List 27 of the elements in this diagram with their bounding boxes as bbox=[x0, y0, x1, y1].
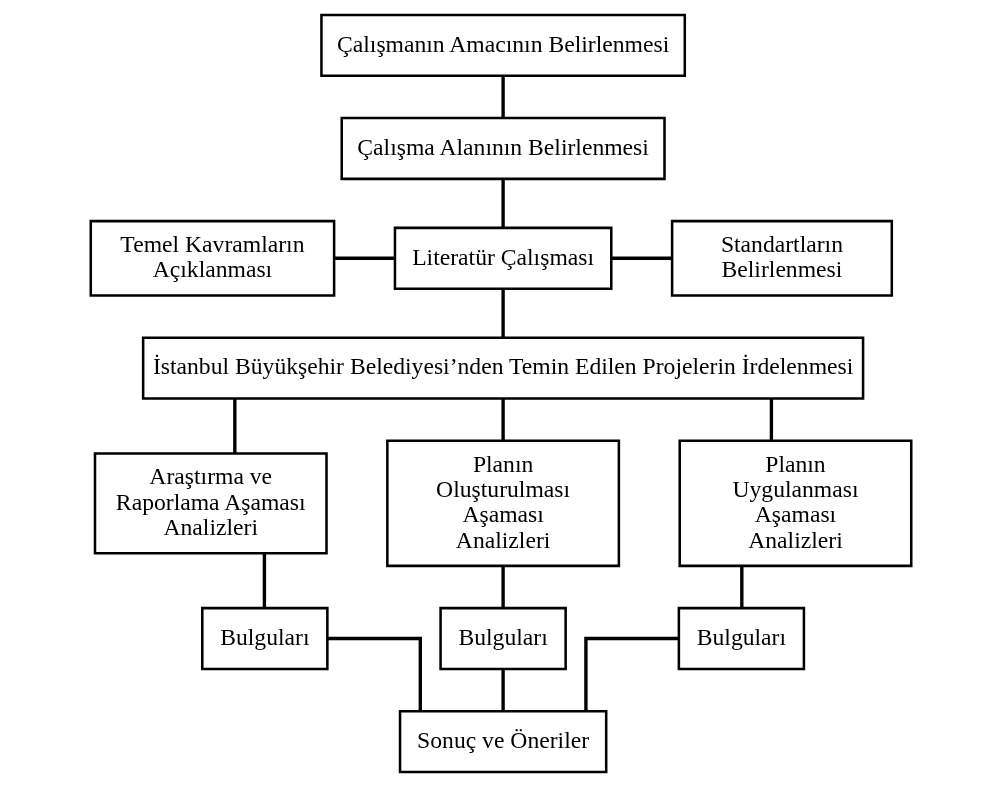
node-box: Sonuç ve Öneriler bbox=[398, 709, 608, 774]
connector bbox=[501, 566, 505, 608]
node-box: İstanbul Büyükşehir Belediyesi’nden Temin Edilen Projelerin İrdelenmesi bbox=[141, 336, 865, 400]
node-box: Çalışmanın Amacının Belirlenmesi bbox=[320, 13, 687, 78]
node-box: Çalışma Alanının Belirlenmesi bbox=[340, 116, 666, 181]
connector bbox=[501, 76, 505, 118]
node-box: Standartların Belirlenmesi bbox=[670, 219, 894, 297]
connector bbox=[327, 636, 422, 711]
connector bbox=[262, 553, 267, 608]
connector bbox=[334, 256, 395, 260]
node-box: Planın Uygulanması Aşaması Analizleri bbox=[678, 439, 913, 568]
connector bbox=[611, 256, 672, 260]
node-box: Temel Kavramların Açıklanması bbox=[89, 219, 336, 297]
connector bbox=[740, 566, 744, 608]
connector bbox=[501, 288, 505, 338]
connector bbox=[769, 398, 774, 441]
connector bbox=[584, 636, 679, 711]
node-box: Bulguları bbox=[201, 606, 329, 671]
node-box: Literatür Çalışması bbox=[393, 226, 613, 290]
connector bbox=[233, 398, 237, 454]
node-box: Bulguları bbox=[439, 606, 567, 671]
connector bbox=[501, 398, 505, 441]
connector bbox=[501, 179, 505, 228]
node-box: Bulguları bbox=[677, 606, 806, 671]
connector bbox=[501, 669, 505, 711]
node-box: Araştırma ve Raporlama Aşaması Analizleri bbox=[93, 452, 328, 555]
node-box: Planın Oluşturulması Aşaması Analizleri bbox=[386, 439, 621, 568]
